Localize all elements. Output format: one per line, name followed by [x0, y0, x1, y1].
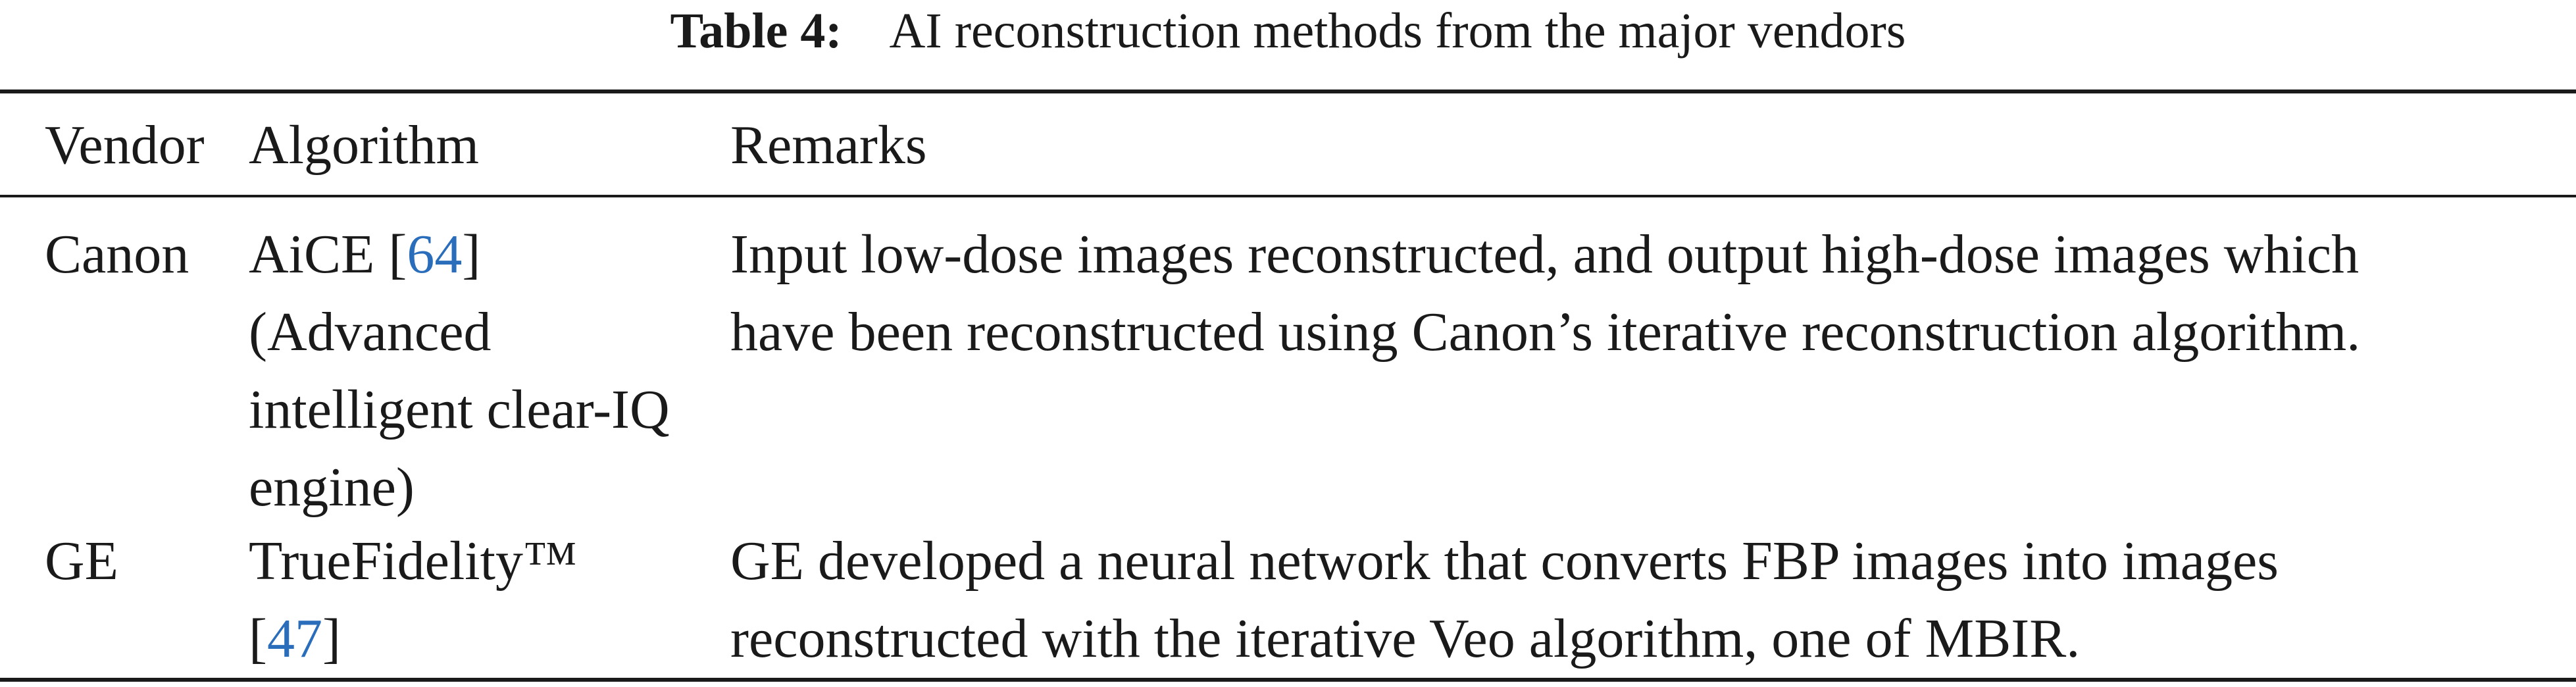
remarks-line: Input low-dose images reconstructed, and… — [730, 224, 2360, 285]
header-remarks: Remarks — [730, 114, 927, 176]
header-rule — [0, 195, 2576, 197]
top-rule — [0, 89, 2576, 93]
remarks-line: have been reconstructed using Canon’s it… — [730, 301, 2361, 363]
row-canon-algorithm: AiCE [64] (Advanced intelligent clear-IQ… — [249, 216, 670, 526]
citation-open: [ — [388, 224, 407, 285]
citation-close: ] — [462, 224, 481, 285]
caption-spacer — [855, 3, 880, 59]
algorithm-name: TrueFidelity™ — [249, 530, 578, 592]
row-ge-algorithm: TrueFidelity™ [47] — [249, 522, 577, 678]
caption-text: AI reconstruction methods from the major… — [889, 3, 1906, 59]
citation-open: [ — [249, 608, 267, 669]
algorithm-desc-line: intelligent clear-IQ — [249, 379, 670, 440]
algorithm-desc-line: (Advanced — [249, 301, 492, 363]
citation-link[interactable]: 64 — [407, 224, 463, 285]
algorithm-citation-line: [47] — [249, 600, 577, 678]
row-canon-remarks: Input low-dose images reconstructed, and… — [730, 216, 2360, 371]
algorithm-desc-line: engine) — [249, 457, 415, 518]
table-label: Table 4: — [670, 3, 842, 59]
row-ge-vendor: GE — [45, 530, 118, 592]
algorithm-name: AiCE — [249, 224, 375, 285]
remarks-line: GE developed a neural network that conve… — [730, 530, 2279, 592]
citation-close: ] — [322, 608, 341, 669]
table-caption: Table 4: AI reconstruction methods from … — [0, 0, 2576, 79]
row-canon-vendor: Canon — [45, 224, 189, 285]
citation-link[interactable]: 47 — [266, 608, 322, 669]
remarks-line: reconstructed with the iterative Veo alg… — [730, 608, 2081, 669]
header-vendor: Vendor — [45, 114, 205, 176]
bottom-rule — [0, 678, 2576, 682]
algorithm-name-line: AiCE [64] — [249, 216, 670, 293]
header-algorithm: Algorithm — [249, 114, 479, 176]
row-ge-remarks: GE developed a neural network that conve… — [730, 522, 2279, 678]
